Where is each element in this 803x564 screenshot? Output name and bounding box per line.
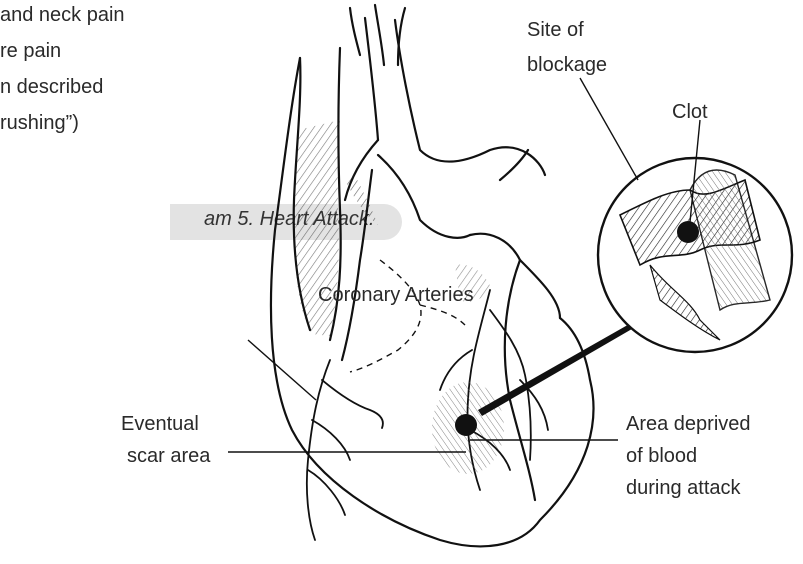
label-area-deprived-2: of blood — [626, 443, 697, 469]
label-site-of-blockage-2: blockage — [527, 52, 607, 78]
label-clot: Clot — [672, 99, 708, 125]
coronary-arteries — [307, 290, 548, 540]
aorta-shading — [345, 170, 378, 225]
label-area-deprived-3: during attack — [626, 475, 741, 501]
magnifier-pointer — [478, 318, 644, 416]
label-coronary-arteries: Coronary Arteries — [318, 282, 474, 308]
label-eventual-scar-1: Eventual — [121, 411, 199, 437]
label-area-deprived-1: Area deprived — [626, 411, 751, 437]
magnified-inset — [598, 158, 792, 352]
blockage-dot — [455, 414, 477, 436]
clot-icon — [677, 221, 699, 243]
label-site-of-blockage-1: Site of — [527, 17, 584, 43]
posterior-vessels-dashed — [350, 260, 465, 372]
label-eventual-scar-2: scar area — [127, 443, 210, 469]
